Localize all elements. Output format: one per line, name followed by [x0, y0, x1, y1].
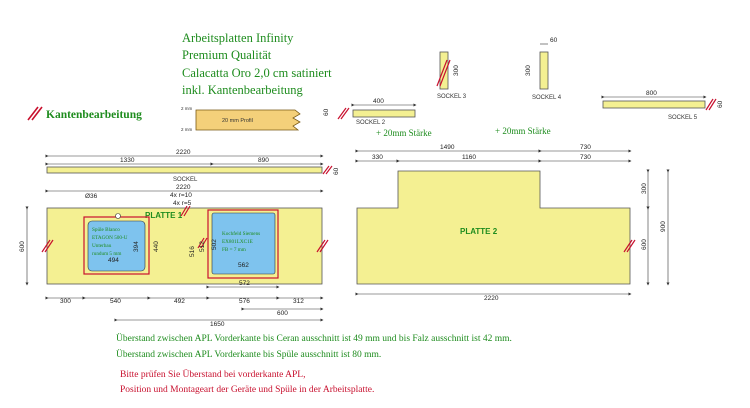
sockel4-height: 300	[525, 65, 532, 76]
p2-730a: 730	[580, 144, 591, 151]
note-spuele: Überstand zwischen APL Vorderkante bis S…	[116, 350, 382, 360]
p1-b492: 492	[174, 298, 185, 305]
edge-profile: 20 mm Profil 2 mm 2 mm	[181, 106, 301, 132]
sockel-left: 1330	[120, 157, 135, 164]
p1-b572: 572	[239, 280, 250, 287]
p2-h900: 900	[660, 221, 667, 232]
sockel-3: 300 SOCKEL 3	[436, 51, 467, 100]
sockel4-note: + 20mm Stärke	[495, 126, 551, 136]
sockel3-height: 300	[453, 65, 460, 76]
cooktop-cutout	[211, 212, 276, 275]
sockel5-label: SOCKEL 5	[668, 115, 698, 121]
platte2-slab	[356, 170, 631, 285]
cooktop-text-1: Kochfeld Siemens	[222, 230, 260, 237]
header-edge: inkl. Kantenbearbeitung	[182, 83, 304, 97]
profile-shape	[195, 109, 301, 131]
platte-1: 2220 PLATTE 1 Spüle Blanco ETAGON 500-U …	[19, 184, 329, 328]
sockel-label: SOCKEL	[173, 177, 198, 183]
p1-total: 2220	[176, 184, 191, 191]
sink-text-3: Unterbau	[92, 243, 112, 249]
platte2-title: PLATTE 2	[460, 227, 498, 236]
sockel2-width: 400	[373, 98, 384, 105]
sink-width: 494	[108, 257, 119, 264]
platte1-title: PLATTE 1	[145, 211, 183, 220]
p1-height: 600	[19, 241, 26, 252]
sockel2-height: 60	[323, 108, 330, 116]
sockel2-label: SOCKEL 2	[356, 120, 386, 126]
sockel-5: 800 60 SOCKEL 5	[601, 90, 724, 121]
sink-radius: Ø36	[85, 193, 98, 200]
sockel2-note: + 20mm Stärke	[376, 128, 432, 138]
p2-730b: 730	[580, 154, 591, 161]
r5: 4x r=5	[173, 200, 192, 207]
p1-b300: 300	[60, 298, 71, 305]
r10: 4x r=10	[170, 192, 192, 199]
tap-hole-icon	[115, 213, 121, 219]
cook-h2: 502	[211, 239, 218, 250]
sockel-1: 2220 1330 890 60 SOCKEL	[45, 149, 340, 183]
p1-b576: 576	[239, 298, 250, 305]
sockel-total: 2220	[176, 149, 191, 156]
sockel-4: 60 300 SOCKEL 4 + 20mm Stärke	[495, 37, 562, 136]
sockel3-label: SOCKEL 3	[437, 94, 467, 100]
cook-h-outer: 516	[189, 246, 196, 257]
p2-330: 330	[372, 154, 383, 161]
sockel-right: 890	[258, 157, 269, 164]
sockel-height: 60	[333, 167, 340, 175]
p1-b540: 540	[110, 298, 121, 305]
kanten-label: Kantenbearbeitung	[46, 109, 142, 121]
note-ceran: Überstand zwischen APL Vorderkante bis C…	[116, 334, 512, 344]
sockel-2: 400 60 SOCKEL 2 + 20mm Stärke	[323, 98, 432, 138]
p1-b1650: 1650	[210, 321, 225, 328]
cooktop-outline	[207, 209, 279, 279]
sink-cutout	[87, 220, 146, 272]
profile-dim-top: 2 mm	[181, 106, 193, 111]
cooktop-width: 562	[238, 262, 249, 269]
header-quality: Premium Qualität	[182, 48, 272, 62]
cooktop-text-3: FB = 7 mm	[222, 247, 246, 253]
p2-total: 2220	[484, 295, 499, 302]
profile-dim-bottom: 2 mm	[181, 127, 193, 132]
edge-legend: Kantenbearbeitung	[27, 106, 142, 121]
note-pruefen-1: Bitte prüfen Sie Überstand bei vorderkan…	[120, 370, 306, 380]
sockel5-width: 800	[646, 90, 657, 97]
sockel5-height: 60	[717, 100, 724, 108]
sink-inner-h: 394	[133, 241, 140, 252]
sink-height: 440	[153, 241, 160, 252]
header-material: Calacatta Oro 2,0 cm satiniert	[182, 66, 332, 80]
p1-b312: 312	[293, 298, 304, 305]
sink-text-2: ETAGON 500-U	[92, 235, 128, 241]
p1-b600: 600	[277, 310, 288, 317]
note-pruefen-2: Position und Montageart der Geräte und S…	[120, 385, 375, 395]
sink-text-4: rundum 5 mm	[92, 251, 121, 257]
header-title: Arbeitsplatten Infinity	[182, 31, 294, 45]
header: Arbeitsplatten Infinity Premium Qualität…	[182, 31, 332, 97]
p2-1490: 1490	[440, 144, 455, 151]
platte-2: 1490 730 330 1160 730 PLATTE 2 300 600 9…	[355, 144, 670, 302]
sockel4-width: 60	[550, 37, 558, 44]
p2-h300: 300	[641, 183, 648, 194]
profile-label: 20 mm Profil	[222, 118, 253, 124]
p2-1160: 1160	[462, 154, 476, 161]
sockel4-label: SOCKEL 4	[532, 95, 562, 101]
sink-text-1: Spüle Blanco	[92, 227, 120, 233]
cooktop-text-2: EX801LXC1E	[222, 239, 253, 245]
p2-h600: 600	[641, 239, 648, 250]
cook-h1: 512	[199, 241, 206, 252]
red-edge-mark-icon	[27, 106, 39, 121]
